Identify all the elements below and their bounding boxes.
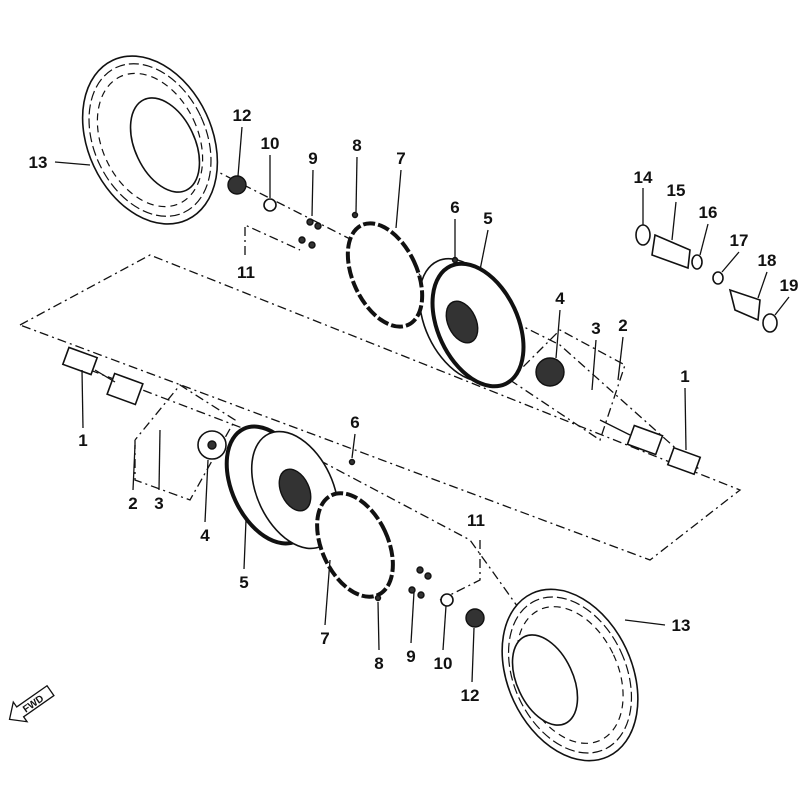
callout-8-bottom: 8 — [374, 654, 383, 673]
callout-14: 14 — [634, 168, 653, 187]
callout-1: 1 — [680, 367, 689, 386]
callout-9-bottom: 9 — [406, 647, 415, 666]
callout-7: 7 — [396, 149, 405, 168]
callout-6-bottom: 6 — [350, 413, 359, 432]
callout-16: 16 — [699, 203, 718, 222]
callout-4-bottom: 4 — [200, 526, 210, 545]
tire-bottom-right — [501, 588, 639, 762]
callout-8: 8 — [352, 136, 361, 155]
callout-13: 13 — [29, 153, 48, 172]
callout-4: 4 — [555, 289, 565, 308]
fwd-arrow-icon: FWD — [8, 684, 55, 723]
callout-18: 18 — [758, 251, 777, 270]
callout-5: 5 — [483, 209, 492, 228]
callout-13-bottom: 13 — [672, 616, 691, 635]
callout-15: 15 — [667, 181, 686, 200]
leader-lines — [54, 126, 790, 683]
callout-9: 9 — [308, 149, 317, 168]
tire-top-left — [81, 55, 219, 225]
hub-top — [535, 357, 565, 387]
callout-3: 3 — [591, 319, 600, 338]
callout-2: 2 — [618, 316, 627, 335]
callout-17: 17 — [730, 231, 749, 250]
callout-6: 6 — [450, 198, 459, 217]
callout-3-bottom: 3 — [154, 494, 163, 513]
callout-11: 11 — [237, 263, 255, 282]
callout-5-bottom: 5 — [239, 573, 248, 592]
callout-11-bottom: 11 — [467, 511, 485, 530]
callout-7-bottom: 7 — [320, 629, 329, 648]
callout-2-bottom: 2 — [128, 494, 137, 513]
rim-bottom — [224, 424, 395, 599]
callout-10: 10 — [261, 134, 280, 153]
rim-top — [345, 221, 526, 389]
callout-12: 12 — [233, 106, 252, 125]
hardware — [227, 175, 485, 628]
cv-boot-kit — [635, 224, 778, 333]
callout-1-bottom: 1 — [78, 431, 87, 450]
callout-labels: 13 12 10 9 8 7 11 6 5 4 3 2 1 14 15 16 1… — [29, 106, 799, 705]
callout-10-bottom: 10 — [434, 654, 453, 673]
callout-12-bottom: 12 — [461, 686, 480, 705]
axle-left — [61, 346, 144, 406]
axle-right — [599, 419, 702, 476]
callout-19: 19 — [780, 276, 799, 295]
